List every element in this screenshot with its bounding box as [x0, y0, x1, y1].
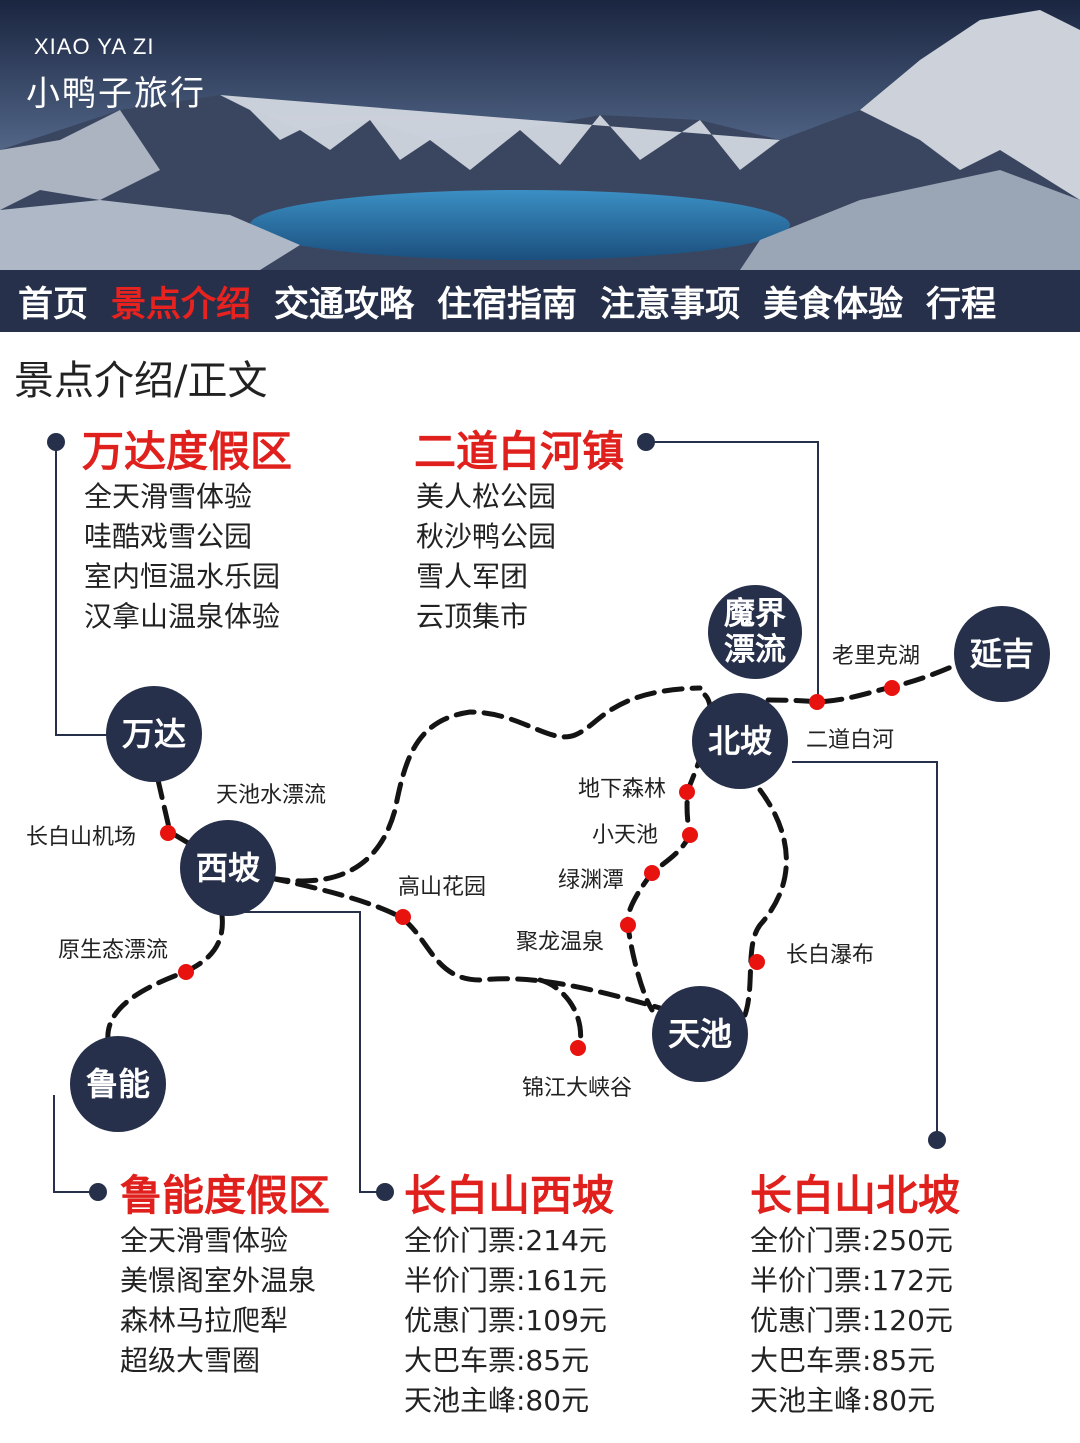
- node-mojie[interactable]: 魔界漂流: [708, 585, 802, 679]
- stop-pubu: [749, 954, 765, 970]
- list-item: 森林马拉爬犁: [120, 1304, 289, 1337]
- poi-label-pubu: 长白瀑布: [786, 943, 875, 968]
- nav-item-attractions[interactable]: 景点介绍: [111, 284, 252, 325]
- list-item: 大巴车票:85元: [750, 1344, 936, 1377]
- list-item: 天池主峰:80元: [404, 1384, 590, 1417]
- list-item: 超级大雪圈: [120, 1344, 261, 1377]
- node-tianchi[interactable]: 天池: [652, 986, 748, 1082]
- brand-en: XIAO YA ZI: [34, 34, 155, 59]
- route-xipo-luneng: [105, 912, 225, 1043]
- hub-list-north: 全价门票:250元 半价门票:172元 优惠门票:120元 大巴车票:85元 天…: [750, 1221, 953, 1421]
- hub-list-wanda: 全天滑雪体验 哇酷戏雪公园 室内恒温水乐园 汉拿山温泉体验: [84, 477, 280, 637]
- nav-item-itinerary[interactable]: 行程: [926, 284, 997, 325]
- stop-xiaotianchi: [682, 827, 698, 843]
- list-item: 大巴车票:85元: [404, 1344, 590, 1377]
- poi-label-jichang: 长白山机场: [26, 825, 137, 850]
- route-beipo-tianchi-outer: [742, 787, 789, 1018]
- stop-laolike: [884, 680, 900, 696]
- poi-label-erdaobaihe: 二道白河: [806, 728, 895, 753]
- brand-cn: 小鸭子旅行: [26, 74, 206, 114]
- node-beipo[interactable]: 北坡: [692, 693, 788, 789]
- poi-label-lvyuan: 绿渊潭: [558, 868, 625, 893]
- leader-line-north: [792, 761, 938, 1140]
- list-item: 半价门票:172元: [750, 1264, 953, 1297]
- list-item: 全天滑雪体验: [84, 480, 253, 513]
- hub-list-luneng: 全天滑雪体验 美憬阁室外温泉 森林马拉爬犁 超级大雪圈: [120, 1221, 316, 1381]
- list-item: 云顶集市: [416, 600, 529, 633]
- poi-label-laolike: 老里克湖: [832, 644, 921, 669]
- poi-label-yuansheng: 原生态漂流: [58, 938, 169, 963]
- poi-label-dixia: 地下森林: [578, 777, 667, 802]
- hub-title-west: 长白山西坡: [404, 1171, 615, 1220]
- list-item: 汉拿山温泉体验: [84, 600, 281, 633]
- nav-item-notes[interactable]: 注意事项: [600, 284, 741, 325]
- hub-list-erdao: 美人松公园 秋沙鸭公园 雪人军团 云顶集市: [416, 477, 556, 637]
- section-title: 景点介绍/正文: [14, 358, 268, 404]
- node-yanji[interactable]: 延吉: [954, 606, 1050, 702]
- list-item: 室内恒温水乐园: [84, 560, 281, 593]
- list-item: 全价门票:250元: [750, 1224, 953, 1257]
- list-item: 美憬阁室外温泉: [120, 1264, 317, 1297]
- leader-line-wanda: [55, 442, 112, 736]
- route-beipo-yanji: [737, 661, 961, 705]
- hub-title-wanda: 万达度假区: [82, 427, 293, 476]
- leader-dot-north: [928, 1131, 946, 1149]
- leader-line-luneng: [53, 1095, 98, 1193]
- leader-dot-wanda: [47, 433, 65, 451]
- list-item: 全价门票:214元: [404, 1224, 607, 1257]
- node-xipo[interactable]: 西坡: [180, 820, 276, 916]
- list-item: 雪人军团: [416, 560, 529, 593]
- poi-label-gaoshan: 高山花园: [398, 875, 487, 900]
- route-wanda-xipo: [155, 777, 203, 853]
- stop-dixia: [679, 784, 695, 800]
- poi-label-xiaotianchi: 小天池: [592, 823, 659, 848]
- poi-label-jinjiang: 锦江大峡谷: [522, 1076, 633, 1101]
- route-xipo-tianchi: [267, 875, 663, 1011]
- list-item: 秋沙鸭公园: [416, 520, 557, 553]
- hub-title-luneng: 鲁能度假区: [120, 1171, 331, 1220]
- nav-item-home[interactable]: 首页: [18, 284, 89, 325]
- leader-dot-erdao: [637, 433, 655, 451]
- nav-item-lodging[interactable]: 住宿指南: [437, 284, 578, 325]
- hub-list-west: 全价门票:214元 半价门票:161元 优惠门票:109元 大巴车票:85元 天…: [404, 1221, 607, 1421]
- list-item: 半价门票:161元: [404, 1264, 607, 1297]
- hub-title-north: 长白山北坡: [750, 1171, 961, 1220]
- list-item: 优惠门票:120元: [750, 1304, 953, 1337]
- list-item: 哇酷戏雪公园: [84, 520, 253, 553]
- node-wanda[interactable]: 万达: [106, 686, 202, 782]
- list-item: 美人松公园: [416, 480, 557, 513]
- stop-jichang: [160, 825, 176, 841]
- node-luneng[interactable]: 鲁能: [70, 1036, 166, 1132]
- poi-label-julong: 聚龙温泉: [516, 930, 605, 955]
- nav-item-food[interactable]: 美食体验: [763, 284, 904, 325]
- leader-dot-west: [376, 1183, 394, 1201]
- stop-erdaobaihe: [809, 694, 825, 710]
- route-jinjiang: [537, 977, 584, 1048]
- route-xipo-beipo: [267, 685, 703, 884]
- stop-julong: [620, 917, 636, 933]
- leader-line-erdao: [646, 441, 819, 700]
- hero-banner: XIAO YA ZI 小鸭子旅行: [0, 0, 1080, 270]
- nav-bar: 首页 景点介绍 交通攻略 住宿指南 注意事项 美食体验 行程: [0, 270, 1080, 332]
- leader-dot-luneng: [89, 1183, 107, 1201]
- stop-yuansheng: [178, 964, 194, 980]
- stop-lvyuan: [644, 865, 660, 881]
- poi-label-shuipiaoliu: 天池水漂流: [216, 783, 327, 808]
- stop-gaoshan: [395, 909, 411, 925]
- stop-jinjiang: [570, 1040, 586, 1056]
- nav-item-transport[interactable]: 交通攻略: [274, 284, 415, 325]
- list-item: 全天滑雪体验: [120, 1224, 289, 1257]
- mountain-lake-image: [0, 0, 1080, 270]
- list-item: 天池主峰:80元: [750, 1384, 936, 1417]
- hub-title-erdao: 二道白河镇: [414, 427, 625, 476]
- list-item: 优惠门票:109元: [404, 1304, 607, 1337]
- leader-line-west: [245, 911, 385, 1193]
